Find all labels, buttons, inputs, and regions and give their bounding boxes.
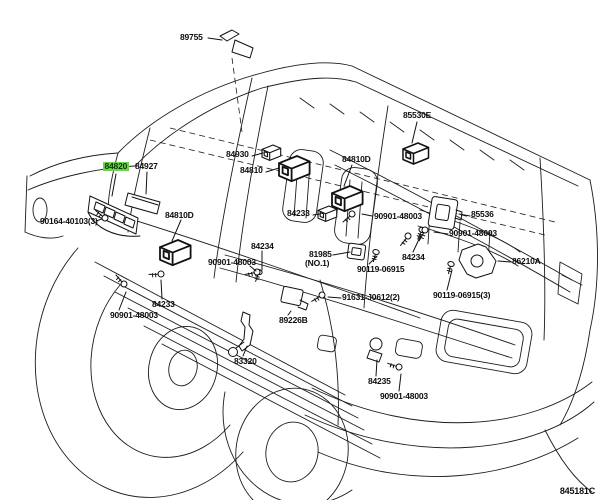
part-label[interactable]: 84233 bbox=[287, 208, 310, 218]
part-label[interactable]: 84233 bbox=[152, 299, 175, 309]
part-label[interactable]: 90119-06915 bbox=[357, 264, 405, 274]
part-label[interactable]: 84234 bbox=[402, 252, 425, 262]
part-label[interactable]: 90901-48003 bbox=[449, 228, 497, 238]
part-label[interactable]: 84810D bbox=[342, 154, 371, 164]
part-label[interactable]: 84930 bbox=[226, 149, 249, 159]
part-label[interactable]: 84810D bbox=[165, 210, 194, 220]
part-label[interactable]: 85530E bbox=[403, 110, 432, 120]
part-label[interactable]: 90901-48003 bbox=[110, 310, 158, 320]
part-label[interactable]: 90119-06915(3) bbox=[433, 290, 491, 300]
part-label[interactable]: 84820 bbox=[103, 161, 129, 171]
part-label[interactable]: 89226B bbox=[279, 315, 308, 325]
part-label[interactable]: 89755 bbox=[180, 32, 203, 42]
part-label[interactable]: 83320 bbox=[234, 356, 257, 366]
part-label[interactable]: 86210A bbox=[512, 256, 541, 266]
part-label[interactable]: 90901-48003 bbox=[374, 211, 422, 221]
diagram-code: 845181C bbox=[559, 486, 595, 496]
part-label[interactable]: 90164-40103(3) bbox=[40, 216, 98, 226]
part-label[interactable]: 90901-48003 bbox=[208, 257, 256, 267]
part-label[interactable]: 81985 bbox=[309, 249, 332, 259]
part-label[interactable]: 84810 bbox=[240, 165, 263, 175]
body-outline bbox=[24, 62, 598, 500]
part-label[interactable]: 91631-J0612(2) bbox=[342, 292, 400, 302]
part-label[interactable]: 85536 bbox=[471, 209, 494, 219]
part-label[interactable]: 84927 bbox=[135, 161, 158, 171]
leader-lines bbox=[95, 37, 512, 392]
part-label[interactable]: 90901-48003 bbox=[380, 391, 428, 401]
part-label[interactable]: 84235 bbox=[368, 376, 391, 386]
part-label[interactable]: (NO.1) bbox=[305, 258, 330, 268]
part-label[interactable]: 84234 bbox=[251, 241, 274, 251]
part-glyphs bbox=[87, 29, 497, 375]
